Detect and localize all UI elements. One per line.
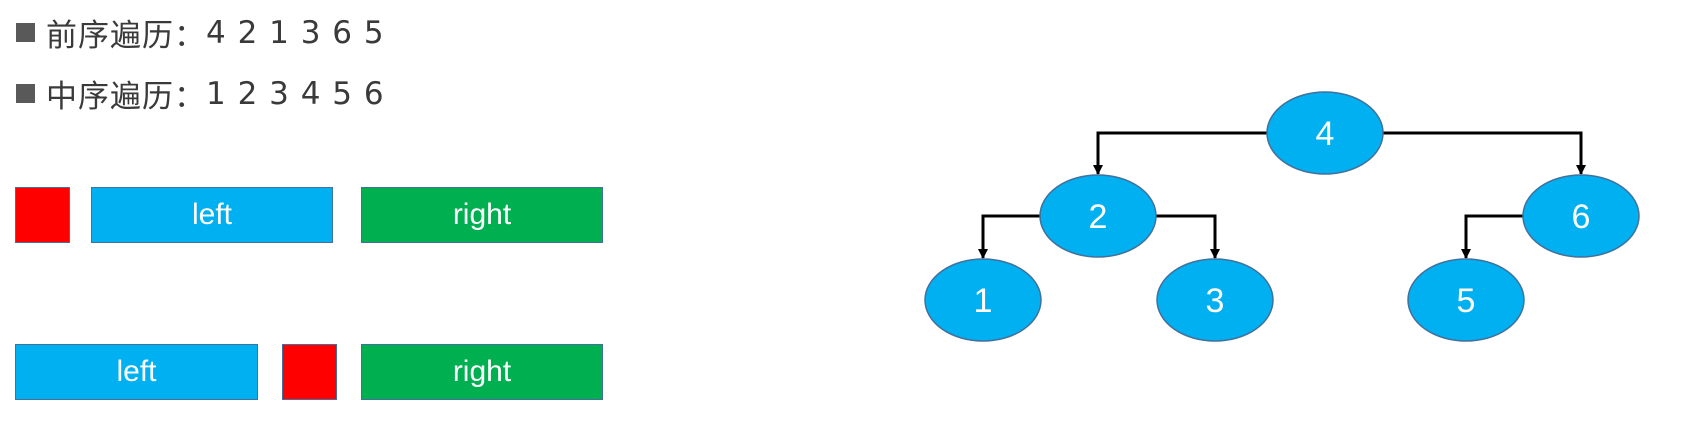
tree-node-label: 1: [974, 282, 993, 320]
tree-node-ellipse: [1522, 174, 1640, 258]
tree-node-label: 5: [1457, 282, 1476, 320]
tree-node-1: 1: [924, 258, 1042, 342]
preorder-label: 前序遍历：: [46, 18, 206, 54]
tree-node-5: 5: [1407, 258, 1525, 342]
tree-node-4: 4: [1266, 91, 1384, 175]
inorder-right-box: right: [361, 344, 603, 400]
inorder-right-label: right: [452, 355, 512, 388]
preorder-line: 前序遍历： 4 2 1 3 6 5: [16, 10, 385, 55]
preorder-root-box: [15, 187, 70, 243]
tree-node-ellipse: [1156, 258, 1274, 342]
tree-node-ellipse: [1039, 174, 1157, 258]
preorder-left-box: left: [91, 187, 333, 243]
edge-6-to-5: [1461, 214, 1523, 259]
inorder-line: 中序遍历： 1 2 3 4 5 6: [16, 71, 385, 116]
inorder-left-box: left: [15, 344, 258, 400]
preorder-left-label: left: [191, 198, 233, 231]
tree-node-label: 6: [1572, 198, 1591, 236]
tree-node-3: 3: [1156, 258, 1274, 342]
inorder-label: 中序遍历：: [46, 79, 206, 115]
tree-node-ellipse: [1407, 258, 1525, 342]
inorder-sequence: 1 2 3 4 5 6: [206, 75, 385, 112]
inorder-left-label: left: [116, 355, 157, 388]
tree-node-6: 6: [1522, 174, 1640, 258]
tree-node-ellipse: [924, 258, 1042, 342]
edge-2-to-3: [1156, 214, 1220, 259]
edge-4-to-2: [1093, 131, 1267, 175]
tree-node-2: 2: [1039, 174, 1157, 258]
edge-4-to-6: [1383, 131, 1586, 175]
tree-node-label: 2: [1089, 198, 1108, 236]
bullet-square-icon: [16, 84, 35, 103]
inorder-root-box: [282, 344, 337, 400]
tree-node-ellipse: [1266, 91, 1384, 175]
preorder-right-box: right: [361, 187, 603, 243]
bullet-square-icon: [16, 23, 35, 42]
preorder-sequence: 4 2 1 3 6 5: [206, 14, 385, 51]
tree-node-label: 4: [1316, 115, 1335, 153]
tree-node-label: 3: [1206, 282, 1225, 320]
edge-2-to-1: [978, 214, 1040, 259]
preorder-right-label: right: [452, 198, 512, 231]
